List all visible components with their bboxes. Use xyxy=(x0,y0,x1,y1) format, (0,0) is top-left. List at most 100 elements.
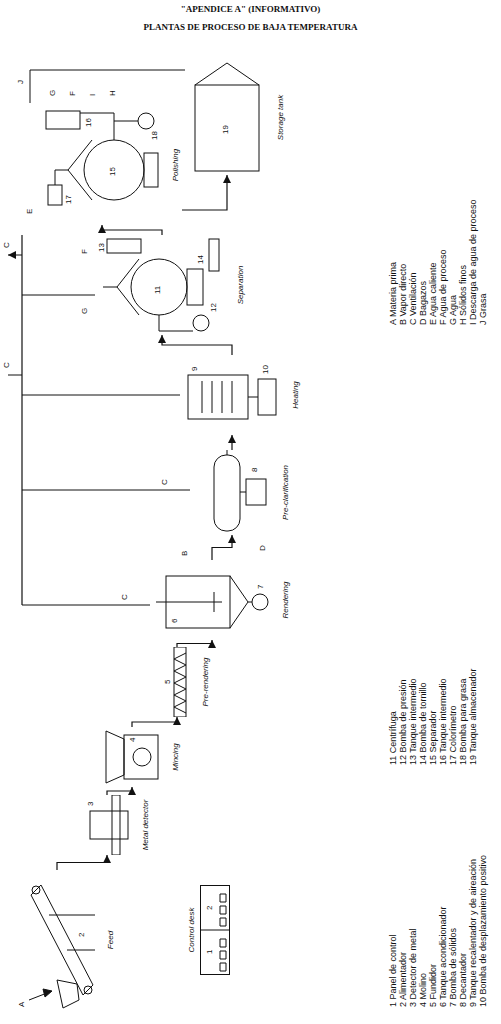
station-label: Control desk xyxy=(187,908,197,953)
equipment-part xyxy=(195,85,259,171)
callout-number: 8 xyxy=(250,467,259,473)
equipment-part xyxy=(133,748,151,766)
heating-tank: 910Heating xyxy=(180,355,302,435)
name-row: Feed xyxy=(99,870,117,1010)
equipment-part xyxy=(48,185,62,205)
decanter: 8 Pre-clarification xyxy=(190,450,292,535)
equipment-picture: 67 xyxy=(152,560,272,640)
equipment-sketch xyxy=(152,560,272,640)
equipment-part xyxy=(106,731,124,783)
stream-letter: J xyxy=(16,79,25,85)
equipment-picture: 4 xyxy=(102,727,162,787)
equipment-picture: 5 xyxy=(162,647,192,717)
station-label: Heating xyxy=(291,381,301,409)
name-row: Pre-rendering xyxy=(194,647,212,717)
callout-number: 18 xyxy=(150,130,159,141)
storage-tank: 19 Storage tank xyxy=(185,60,287,175)
equipment-part xyxy=(201,886,230,975)
legend-line: 12 Bomba de presión xyxy=(398,679,408,765)
equipment-picture: 12 xyxy=(200,885,230,975)
callout-number: 2 xyxy=(77,932,86,938)
legend-line: I Descarga de agua de proceso xyxy=(468,199,478,325)
callout-number: A xyxy=(17,1001,26,1008)
name-row: Metal detector xyxy=(134,795,152,855)
equipment-part xyxy=(84,140,144,200)
process-illustration xyxy=(0,55,501,1015)
equipment-part xyxy=(214,455,240,531)
callout-number: 12 xyxy=(209,302,218,313)
station-label: Pre-rendering xyxy=(201,658,211,707)
pipe-connector xyxy=(231,435,232,450)
legend-line: G Agua xyxy=(448,295,458,325)
equipment-part xyxy=(174,647,186,717)
stream-letter: E xyxy=(25,208,34,215)
equipment-part xyxy=(55,113,138,185)
page-header: "APENDICE A" (INFORMATIVO)PLANTAS DE PRO… xyxy=(0,4,501,40)
legend-line: D Bagazos xyxy=(418,281,428,325)
station-label: Storage tank xyxy=(276,95,286,140)
legend-line: 15 Separador xyxy=(428,710,438,765)
station-label: Metal detector xyxy=(141,800,151,851)
vent-line xyxy=(21,235,22,605)
callout-number: 14 xyxy=(196,254,205,265)
pipe-connector xyxy=(102,225,162,235)
legend-line: C Ventilación xyxy=(408,272,418,325)
station-label: Feed xyxy=(106,931,116,949)
equipment-picture: 3 xyxy=(82,795,132,855)
name-row: Polishing xyxy=(164,105,182,225)
equipment-part xyxy=(227,450,246,492)
equipment-part xyxy=(138,113,154,129)
equipment-part xyxy=(31,885,93,995)
equipment-sketch xyxy=(42,105,162,225)
equipment-sketch xyxy=(187,60,267,175)
pipe-connector xyxy=(57,855,107,870)
legend-line: 1 Panel de control xyxy=(388,934,398,1007)
subtitle: PLANTAS DE PROCESO DE BAJA TEMPERATURA xyxy=(0,22,501,32)
equipment-part xyxy=(57,980,79,1008)
stream-letter: F xyxy=(80,248,89,255)
equipment-part xyxy=(131,259,187,315)
legend-line: J Grasa xyxy=(478,293,488,325)
station-label: Separation xyxy=(236,266,246,305)
callout-number: 5 xyxy=(163,679,172,685)
callout-number: 13 xyxy=(97,242,106,253)
feed-conveyor: A2Feed xyxy=(15,870,117,1010)
stream-letter: G xyxy=(48,89,57,97)
separator: 15161718Polishing xyxy=(40,105,182,225)
stream-letter: C xyxy=(160,478,169,486)
equipment-picture: A2 xyxy=(17,870,97,1010)
stream-letter: D xyxy=(258,544,267,552)
equipment-picture: 19 xyxy=(187,60,267,175)
callout-number: 19 xyxy=(221,124,230,135)
equipment-picture: 8 xyxy=(192,450,272,535)
station-label: Pre-clarification xyxy=(281,465,291,520)
pipe-connector xyxy=(132,717,177,727)
rotated-sheet: CCCCBDEFGHIFGJ1 Panel de control2 Alimen… xyxy=(0,55,501,1015)
vent-outlet xyxy=(8,255,22,375)
equipment-part xyxy=(193,315,209,331)
legend-line: F Agua de proceso xyxy=(438,249,448,325)
legend-line: 17 Colorímetro xyxy=(448,705,458,765)
pipe-connector xyxy=(177,640,212,647)
legend-line: 3 Detector de metal xyxy=(408,928,418,1007)
equipment-part xyxy=(246,479,266,505)
equipment-part xyxy=(209,239,219,271)
equipment-part xyxy=(156,592,222,612)
equipment-part xyxy=(174,653,186,713)
callout-number: 7 xyxy=(256,584,265,590)
equipment-part xyxy=(195,63,259,85)
legend-line: E Agua caliente xyxy=(428,262,438,325)
rendering-tank: 67Rendering xyxy=(150,560,292,640)
legend-line: 10 Bomba de desplazamiento positivo xyxy=(478,855,488,1007)
legend-line: B Vapor directo xyxy=(398,264,408,325)
name-row: Heating xyxy=(284,355,302,435)
equipment-part xyxy=(124,735,158,779)
stream-letter: C xyxy=(120,593,129,601)
callout-number: 6 xyxy=(170,618,179,624)
equipment-part xyxy=(248,602,252,603)
connector-layer xyxy=(0,55,501,1015)
pipe-connector xyxy=(162,335,232,355)
screw-conveyor: 5 Pre-rendering xyxy=(160,647,212,717)
legend-line: A Materia prima xyxy=(388,262,398,325)
name-row: Rendering xyxy=(274,560,292,640)
